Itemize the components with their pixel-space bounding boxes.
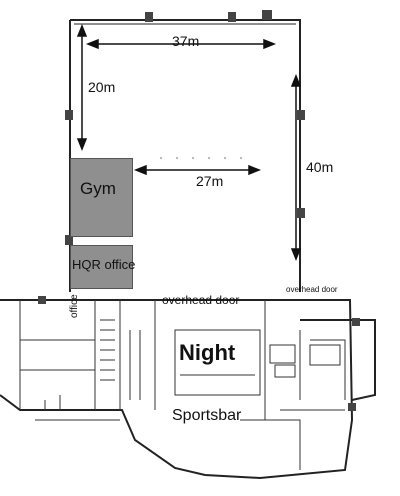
overhead-door-right-label: overhead door [286,285,338,294]
column [352,318,360,326]
column [65,235,73,245]
dim-label-37m: 37m [172,33,200,49]
column [297,208,305,218]
column [228,12,236,22]
room-label-sportsbar: Sportsbar [172,407,242,424]
gym-room [70,158,133,237]
overhead-door-main-label: overhead door [162,293,240,307]
hqr-office-room [70,245,133,289]
room-label-office: office [69,294,80,318]
lower-building-outline [0,299,354,480]
column [38,296,46,304]
room-label-night: Night [176,342,239,364]
column [145,12,153,22]
fixture-block-3 [309,344,341,366]
column [65,110,73,120]
fixture-block [269,344,296,364]
entry-stubs [19,300,120,421]
column [297,110,305,120]
fixture-block-2 [274,364,296,378]
interior-walls [20,300,346,470]
dim-label-20m: 20m [88,79,116,95]
room-label-hqr-office: HQR office [72,257,136,272]
dim-label-27m: 27m [196,173,224,189]
column [262,10,272,20]
right-wing-outline [300,319,376,401]
column [348,403,356,411]
stair-detail [100,319,115,381]
room-label-gym: Gym [80,179,116,198]
dim-label-40m: 40m [306,159,334,175]
